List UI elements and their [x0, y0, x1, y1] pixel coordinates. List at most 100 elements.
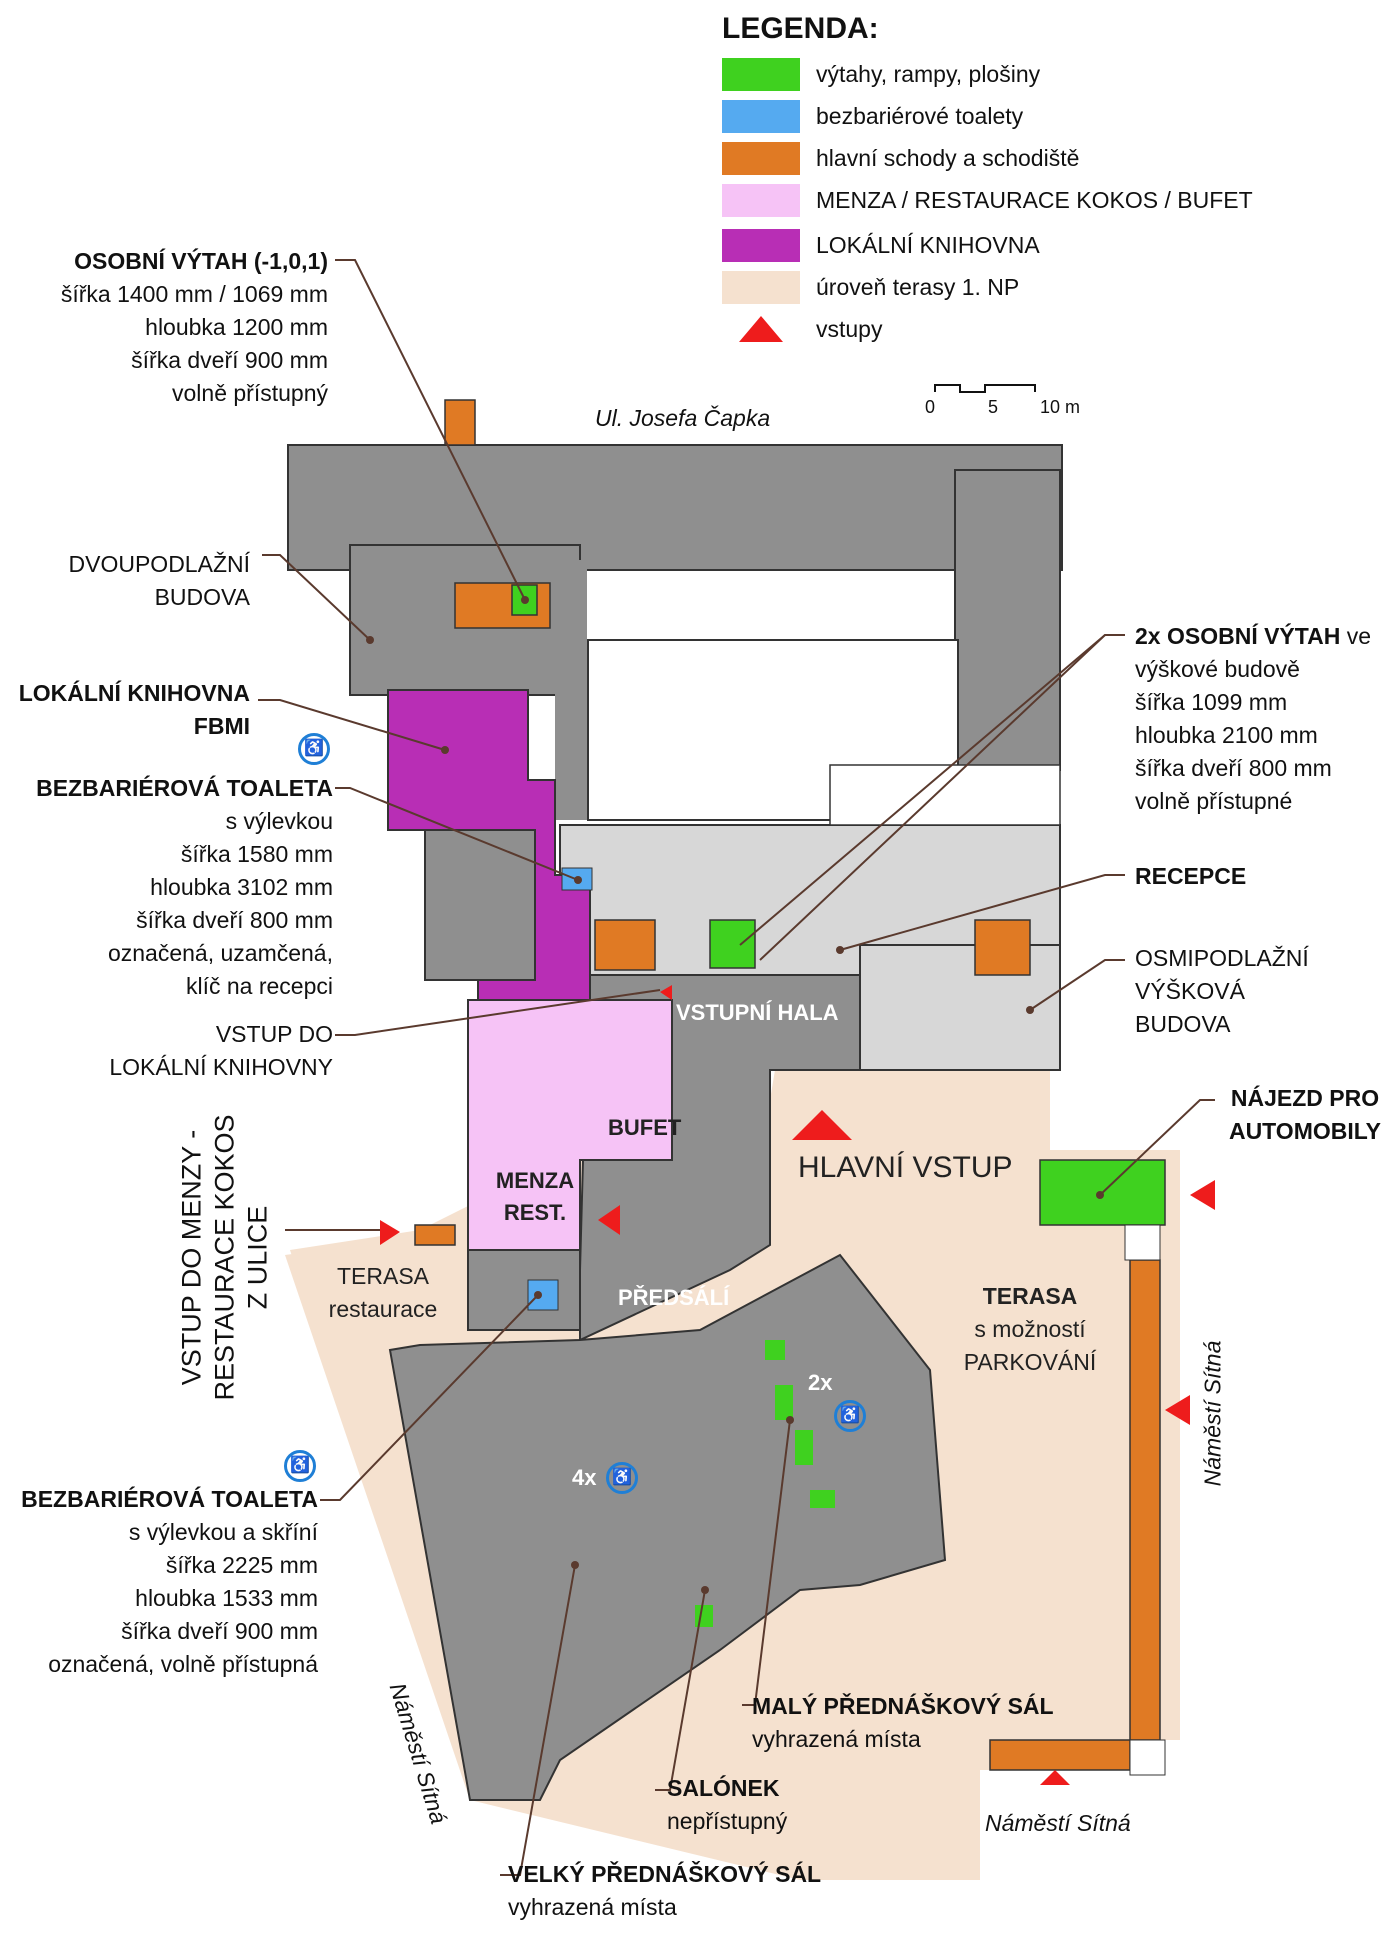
- callout-line: LOKÁLNÍ KNIHOVNA: [18, 680, 250, 706]
- wheelchair-icon: ♿: [606, 1462, 638, 1494]
- entrance-triangle-library: [660, 985, 672, 1000]
- callout-line: LOKÁLNÍ KNIHOVNY: [109, 1054, 333, 1080]
- right-wing: [954, 469, 1061, 771]
- callout-title: BEZBARIÉROVÁ TOALETA: [36, 775, 333, 801]
- callout-library: LOKÁLNÍ KNIHOVNA FBMI: [0, 677, 250, 743]
- callout-toilet-upper: BEZBARIÉROVÁ TOALETA s výlevkou šířka 15…: [0, 772, 333, 1003]
- room-line: TERASA: [336, 1263, 430, 1289]
- callout-line: šířka dveří 900 mm: [131, 347, 328, 373]
- callout-line: AUTOMOBILY: [1228, 1118, 1382, 1144]
- callout-line: BUDOVA: [154, 584, 250, 610]
- legend-item-terrace: úroveň terasy 1. NP: [722, 270, 1019, 304]
- callout-line: DVOUPODLAŽNÍ: [68, 551, 250, 577]
- legend-item-stairs: hlavní schody a schodiště: [722, 141, 1079, 175]
- callout-car-ramp: NÁJEZD PRO AUTOMOBILY: [1215, 1082, 1395, 1148]
- lecture-halls: [388, 1253, 947, 1801]
- callout-elevators-tower: 2x OSOBNÍ VÝTAH ve výškové budově šířka …: [1135, 620, 1371, 818]
- callout-line: s výlevkou a skříní: [128, 1519, 318, 1545]
- lift-salonek: [695, 1605, 713, 1627]
- callout-line: šířka dveří 800 mm: [1135, 755, 1332, 781]
- legend-label: MENZA / RESTAURACE KOKOS / BUFET: [816, 186, 1253, 213]
- ramp-bottom: [989, 1739, 1131, 1771]
- scale-tick: 10 m: [1040, 397, 1081, 417]
- callout-line: šířka 2225 mm: [165, 1552, 318, 1578]
- legend-label: LOKÁLNÍ KNIHOVNA: [816, 231, 1040, 258]
- callout-line: klíč na recepci: [185, 973, 333, 999]
- room-line: REST.: [503, 1200, 567, 1225]
- legend-label: výtahy, rampy, plošiny: [816, 60, 1041, 87]
- swatch-green: [722, 57, 800, 91]
- lift-small-hall-2: [775, 1385, 793, 1420]
- callout-line: označená, uzamčená,: [107, 940, 333, 966]
- callout-two-story: DVOUPODLAŽNÍ BUDOVA: [30, 548, 250, 614]
- callout-elevator-main: OSOBNÍ VÝTAH (-1,0,1) šířka 1400 mm / 10…: [30, 245, 328, 410]
- callout-line: vyhrazená místa: [508, 1894, 677, 1920]
- callout-line: Z ULICE: [242, 1205, 273, 1310]
- service-block: [467, 1249, 581, 1331]
- callout-canteen-entrance: VSTUP DO MENZY - RESTAURACE KOKOS Z ULIC…: [176, 1058, 275, 1458]
- legend-item-toilets: bezbariérové toalety: [722, 99, 1023, 133]
- swatch-pink: [722, 183, 800, 217]
- entrance-triangle-terrace-restaurant: [380, 1220, 400, 1245]
- room-terrace: TERASA s možností PARKOVÁNÍ: [950, 1280, 1110, 1379]
- callout-line: nepřístupný: [667, 1808, 788, 1834]
- callout-big-hall: VELKÝ PŘEDNÁŠKOVÝ SÁL vyhrazená místa: [508, 1858, 821, 1924]
- callout-line: volně přístupné: [1135, 788, 1293, 814]
- ramp-box-top: [1124, 1224, 1161, 1261]
- room-foyer: PŘEDSÁLÍ: [618, 1285, 730, 1310]
- callout-line: šířka dveří 800 mm: [136, 907, 333, 933]
- scale-tick: 5: [988, 397, 999, 417]
- ramp-right: [1129, 1259, 1161, 1741]
- callout-line: BUDOVA: [1135, 1011, 1231, 1037]
- stair-mid-left: [594, 919, 656, 971]
- callout-line: VSTUP DO MENZY -: [176, 1129, 207, 1386]
- callout-library-entrance: VSTUP DO LOKÁLNÍ KNIHOVNY: [0, 1018, 333, 1084]
- room-line: MENZA: [495, 1168, 575, 1193]
- callout-line: označená, volně přístupná: [48, 1651, 318, 1677]
- callout-line: hloubka 1533 mm: [135, 1585, 318, 1611]
- swatch-blue: [722, 99, 800, 133]
- callout-line: šířka 1099 mm: [1135, 689, 1288, 715]
- callout-line: výškové budově: [1135, 656, 1300, 682]
- callout-line: NÁJEZD PRO: [1230, 1085, 1380, 1111]
- count-2x: 2x: [808, 1370, 833, 1395]
- legend-item-library: LOKÁLNÍ KNIHOVNA: [722, 228, 1040, 262]
- legend-label: bezbariérové toalety: [816, 102, 1024, 129]
- tower-top-strip: [829, 764, 1061, 826]
- entrance-triangle-main: [792, 1110, 852, 1140]
- callout-title: 2x OSOBNÍ VÝTAH: [1135, 623, 1341, 649]
- callout-line: VÝŠKOVÁ: [1135, 978, 1245, 1004]
- callout-line: šířka 1580 mm: [180, 841, 333, 867]
- left-corridor: [555, 560, 587, 820]
- red-triangle-icon: [739, 316, 783, 342]
- callout-line: hloubka 3102 mm: [150, 874, 333, 900]
- callout-title: OSOBNÍ VÝTAH (-1,0,1): [74, 248, 328, 274]
- callout-line: volně přístupný: [172, 380, 328, 406]
- street-right: Náměstí Sítná: [1199, 1340, 1226, 1487]
- swatch-beige: [722, 270, 800, 304]
- callout-line: RESTAURACE KOKOS: [209, 1114, 240, 1401]
- callout-title: BEZBARIÉROVÁ TOALETA: [21, 1486, 318, 1512]
- callout-small-hall: MALÝ PŘEDNÁŠKOVÝ SÁL vyhrazená místa: [752, 1690, 1054, 1756]
- scale-tick: 0: [925, 397, 936, 417]
- room-line: restaurace: [328, 1296, 438, 1322]
- callout-toilet-lower: BEZBARIÉROVÁ TOALETA s výlevkou a skříní…: [0, 1483, 318, 1681]
- wheelchair-icon: ♿: [298, 733, 330, 765]
- callout-line: hloubka 2100 mm: [1135, 722, 1318, 748]
- leader-lines: [258, 259, 1215, 1876]
- legend-item-elevators: výtahy, rampy, plošiny: [722, 57, 1040, 91]
- callout-line: FBMI: [193, 713, 250, 739]
- legend-label: hlavní schody a schodiště: [816, 144, 1080, 171]
- wheelchair-icon: ♿: [834, 1400, 866, 1432]
- count-4x: 4x: [572, 1465, 597, 1490]
- callout-salonek: SALÓNEK nepřístupný: [667, 1772, 787, 1838]
- callout-line: VSTUP DO: [215, 1021, 333, 1047]
- swatch-purple: [722, 228, 800, 262]
- callout-title: SALÓNEK: [667, 1775, 780, 1801]
- legend-label: úroveň terasy 1. NP: [816, 273, 1020, 300]
- street-bottom: Náměstí Sítná: [985, 1810, 1131, 1836]
- callout-line: OSMIPODLAŽNÍ: [1135, 945, 1309, 971]
- entrance-triangle-menza: [598, 1205, 620, 1235]
- callout-title-suffix: ve: [1340, 623, 1372, 649]
- room-line: TERASA: [982, 1283, 1078, 1309]
